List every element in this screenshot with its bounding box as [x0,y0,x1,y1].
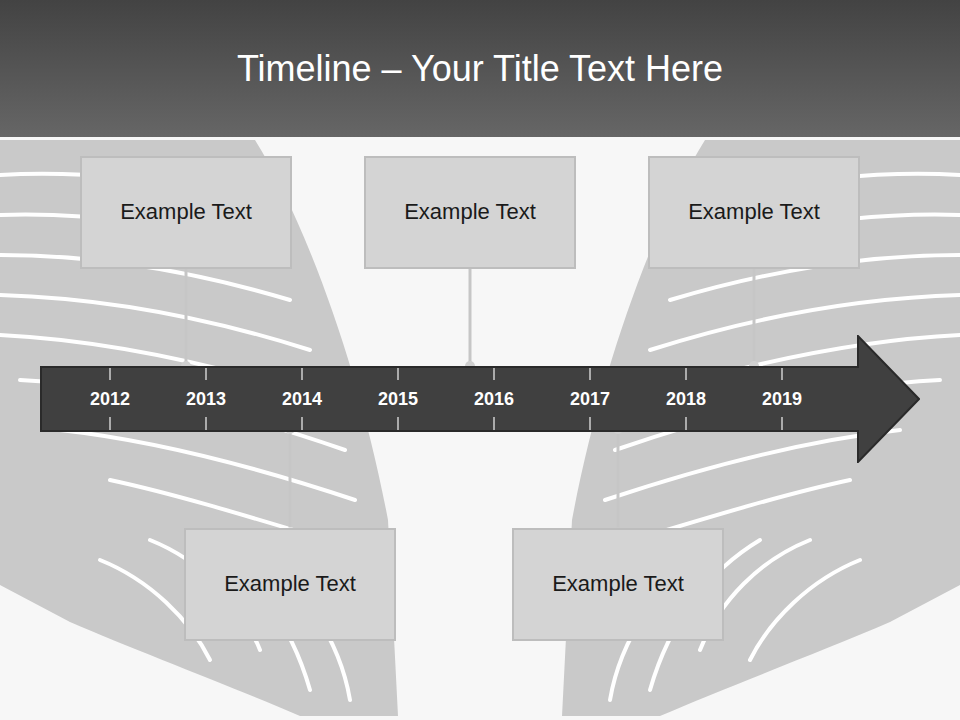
tick-mark [493,368,495,380]
leader-line [185,269,188,367]
tick-mark [781,417,783,430]
box-text: Example Text [120,199,252,225]
text-box: Example Text [364,156,576,269]
box-text: Example Text [688,199,820,225]
text-box: Example Text [184,528,396,641]
year-label: 2014 [282,389,322,410]
year-label: 2018 [666,389,706,410]
year-label: 2015 [378,389,418,410]
leader-connector [613,424,623,528]
leader-connector [465,269,475,372]
box-text: Example Text [224,571,356,597]
tick-mark [781,368,783,380]
tick-mark [205,417,207,430]
year-label: 2016 [474,389,514,410]
leader-line [289,429,292,528]
timeline-arrow: 2012 2013 2014 2015 2016 2017 2018 2019 [40,335,920,463]
tick-mark [301,417,303,430]
text-box: Example Text [80,156,292,269]
leader-line [617,429,620,528]
tick-mark [589,368,591,380]
tick-mark [493,417,495,430]
leader-line [469,269,472,367]
title-bar: Timeline – Your Title Text Here [0,0,960,137]
text-box: Example Text [648,156,860,269]
year-label: 2019 [762,389,802,410]
tick-mark [109,368,111,380]
tick-mark [397,417,399,430]
box-text: Example Text [552,571,684,597]
tick-mark [589,417,591,430]
leader-connector [181,269,191,372]
leader-connector [285,424,295,528]
tick-mark [685,417,687,430]
title: Timeline – Your Title Text Here [237,48,723,90]
tick-mark [205,368,207,380]
year-label: 2012 [90,389,130,410]
box-text: Example Text [404,199,536,225]
text-box: Example Text [512,528,724,641]
tick-mark [397,368,399,380]
tick-mark [301,368,303,380]
leader-line [753,269,756,367]
tick-mark [109,417,111,430]
leader-connector [749,269,759,372]
tick-mark [685,368,687,380]
year-label: 2017 [570,389,610,410]
year-label: 2013 [186,389,226,410]
arrow-body [41,336,919,462]
